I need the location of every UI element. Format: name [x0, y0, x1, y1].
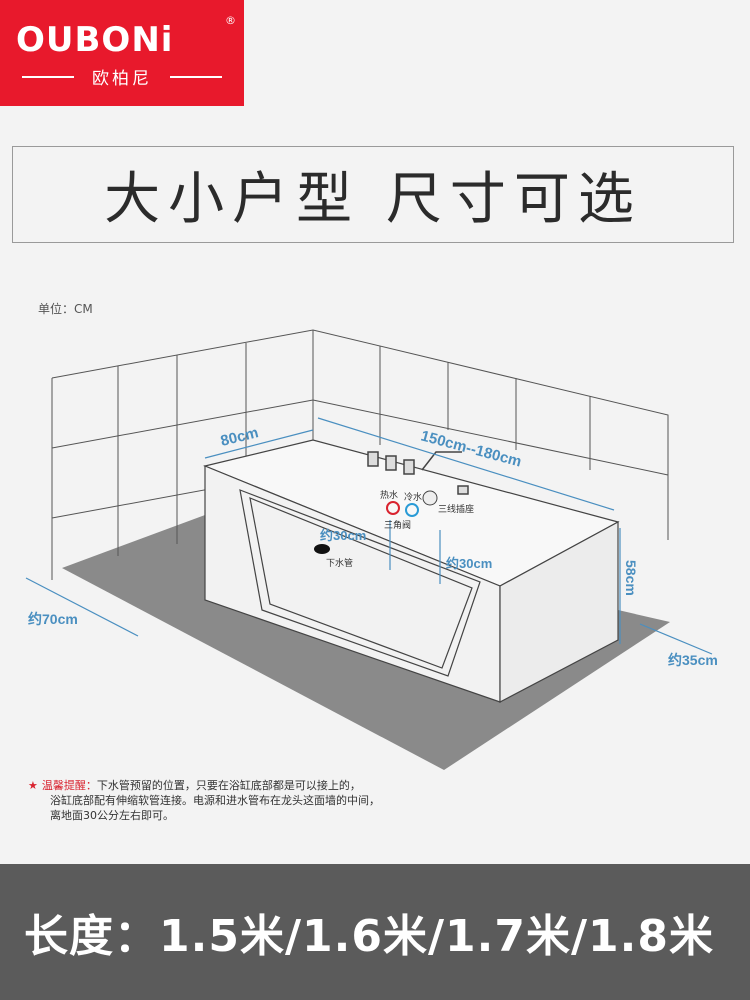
dim-58cm: 58cm	[623, 560, 639, 596]
dim-35cm: 约35cm	[668, 652, 718, 668]
star-icon: ★	[28, 779, 38, 792]
dim-30cm-right: 约30cm	[446, 556, 492, 571]
title-box: 大小户型 尺寸可选	[12, 146, 734, 243]
faucet-icon	[367, 451, 469, 495]
dim-80cm: 80cm	[219, 424, 260, 450]
dimension-lines	[25, 417, 713, 655]
footer-length-text: 长度：1.5米/1.6米/1.7米/1.8米	[24, 911, 714, 962]
bathtub	[203, 439, 620, 703]
logo-brand-text: OUBONi	[16, 20, 174, 60]
label-hot-water: 热水	[380, 489, 398, 501]
note-line-2: 浴缸底部配有伸缩软管连接。电源和进水管布在龙头这面墙的中间，	[50, 794, 380, 807]
label-cold-water: 冷水	[404, 491, 422, 503]
hot-water-valve-icon	[386, 501, 400, 515]
note-line-1: ★温馨提醒：下水管预留的位置，只要在浴缸底部都是可以接上的，	[28, 779, 361, 792]
logo-divider-left	[22, 76, 74, 78]
dim-70cm: 约70cm	[28, 611, 78, 627]
page-title: 大小户型 尺寸可选	[104, 167, 642, 232]
label-drain: 下水管	[326, 557, 353, 569]
label-socket: 三线插座	[438, 503, 474, 515]
note-line-3: 离地面30公分左右即可。	[50, 809, 174, 822]
dim-30cm-left: 约30cm	[320, 528, 366, 543]
unit-label: 单位：CM	[38, 302, 93, 316]
cold-water-valve-icon	[405, 503, 419, 517]
dim-length: 150cm--180cm	[419, 427, 523, 470]
footer-banner: 长度：1.5米/1.6米/1.7米/1.8米	[0, 864, 750, 1000]
reminder-note: ★温馨提醒：下水管预留的位置，只要在浴缸底部都是可以接上的， 浴缸底部配有伸缩软…	[28, 778, 548, 823]
registered-mark: ®	[225, 14, 236, 27]
socket-icon	[422, 490, 438, 506]
label-triangle-valve: 三角阀	[384, 519, 411, 531]
note-title: 温馨提醒：	[41, 779, 97, 792]
drain-icon	[314, 544, 330, 554]
logo-divider-right	[170, 76, 222, 78]
logo-subtitle: 欧柏尼	[92, 69, 152, 89]
brand-logo: OUBONi ® 欧柏尼	[0, 0, 244, 106]
